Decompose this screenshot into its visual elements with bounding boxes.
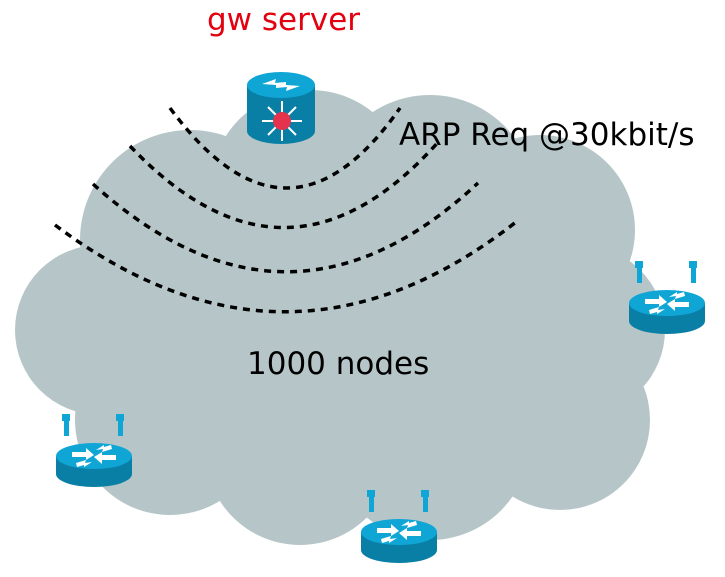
network-cloud xyxy=(15,90,665,545)
wave-arc xyxy=(53,220,518,314)
arp-request-label: ARP Req @30kbit/s xyxy=(399,117,695,153)
wave-arc xyxy=(91,181,480,274)
cloud-node-count-label: 1000 nodes xyxy=(247,346,430,382)
wave-arc xyxy=(128,138,442,230)
gw-server-label: gw server xyxy=(207,2,361,38)
wave-arc xyxy=(168,106,402,190)
gw-server-switch-icon xyxy=(247,72,315,144)
arp-request-waves xyxy=(53,106,518,314)
wireless-router-icon xyxy=(629,261,705,334)
